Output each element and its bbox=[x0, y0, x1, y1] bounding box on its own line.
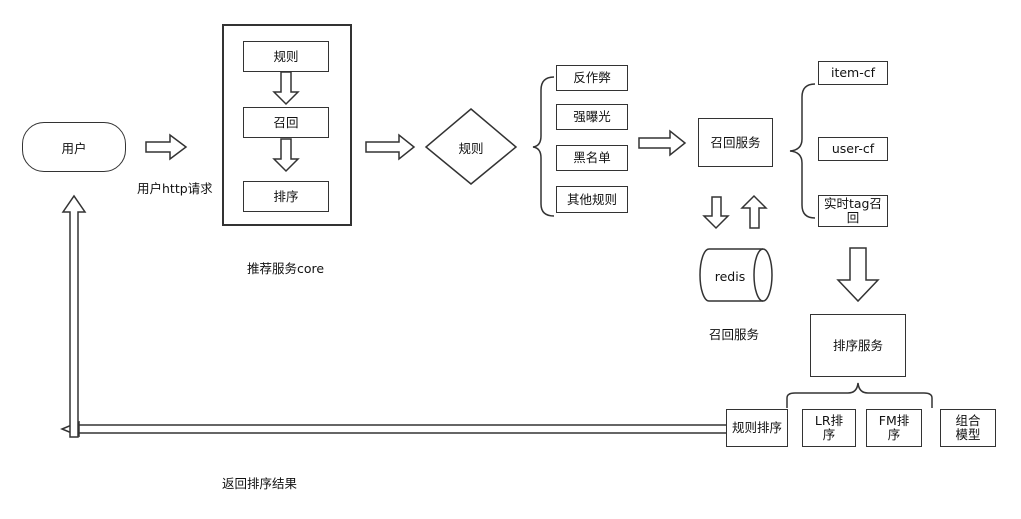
item-cf-box: item-cf bbox=[818, 61, 888, 85]
user-node: 用户 bbox=[22, 122, 126, 172]
filter-blacklist-box: 黑名单 bbox=[556, 145, 628, 171]
sort-service-label: 排序服务 bbox=[832, 337, 883, 353]
rule-diamond-label: 规则 bbox=[458, 140, 484, 156]
user-cf-label: user-cf bbox=[831, 141, 875, 156]
core-rule-box: 规则 bbox=[243, 41, 329, 72]
filter-anti-cheat-box: 反作弊 bbox=[556, 65, 628, 91]
sort-fm-label: FM排序 bbox=[878, 413, 910, 442]
recommend-core-caption: 推荐服务core bbox=[247, 261, 325, 276]
rule-diamond-shape bbox=[424, 108, 518, 185]
filter-exposure-label: 强曝光 bbox=[573, 109, 611, 124]
sort-rule-box: 规则排序 bbox=[726, 409, 788, 447]
recall-service-label: 召回服务 bbox=[710, 134, 761, 150]
arrow-core-to-rule bbox=[365, 133, 416, 161]
arrow-redis-to-recall bbox=[740, 194, 768, 229]
recall-brace bbox=[789, 83, 816, 219]
redis-caption: 召回服务 bbox=[709, 327, 760, 342]
arrow-recall-to-sort bbox=[836, 247, 880, 303]
arrow-filter-to-recall bbox=[638, 129, 687, 157]
filter-anti-cheat-label: 反作弊 bbox=[573, 70, 611, 85]
sort-lr-label: LR排序 bbox=[814, 413, 844, 442]
arrow-core-recall-down bbox=[272, 138, 300, 173]
sort-lr-box: LR排序 bbox=[802, 409, 856, 447]
return-result-label: 返回排序结果 bbox=[222, 476, 298, 491]
core-rule-label: 规则 bbox=[273, 48, 299, 64]
sort-combo-box: 组合模型 bbox=[940, 409, 996, 447]
redis-label: redis bbox=[714, 268, 746, 284]
sort-fm-box: FM排序 bbox=[866, 409, 922, 447]
item-cf-label: item-cf bbox=[830, 65, 876, 80]
redis-cylinder-shape bbox=[699, 248, 773, 302]
filter-brace bbox=[532, 76, 555, 217]
user-node-label: 用户 bbox=[61, 140, 87, 156]
arrow-recall-to-redis bbox=[702, 196, 730, 230]
core-sort-box: 排序 bbox=[243, 181, 329, 212]
arrow-core-rule-down bbox=[272, 71, 300, 106]
arrow-user-to-core bbox=[145, 133, 188, 161]
filter-exposure-box: 强曝光 bbox=[556, 104, 628, 130]
user-request-label: 用户http请求 bbox=[137, 181, 213, 196]
sort-rule-label: 规则排序 bbox=[731, 420, 782, 435]
filter-blacklist-label: 黑名单 bbox=[573, 150, 611, 165]
realtime-tag-label: 实时tag召回 bbox=[824, 196, 882, 225]
filter-other-box: 其他规则 bbox=[556, 186, 628, 213]
recommend-core-frame bbox=[222, 24, 352, 226]
sort-service-box: 排序服务 bbox=[810, 314, 906, 377]
arrow-return-vertical bbox=[61, 194, 87, 438]
core-recall-label: 召回 bbox=[273, 114, 299, 130]
filter-other-label: 其他规则 bbox=[566, 191, 617, 207]
core-sort-label: 排序 bbox=[273, 188, 299, 204]
realtime-tag-box: 实时tag召回 bbox=[818, 195, 888, 227]
core-recall-box: 召回 bbox=[243, 107, 329, 138]
user-cf-box: user-cf bbox=[818, 137, 888, 161]
recall-service-box: 召回服务 bbox=[698, 118, 773, 167]
sort-brace bbox=[786, 382, 933, 408]
sort-combo-label: 组合模型 bbox=[955, 413, 981, 442]
arrow-return-horizontal bbox=[60, 420, 736, 438]
